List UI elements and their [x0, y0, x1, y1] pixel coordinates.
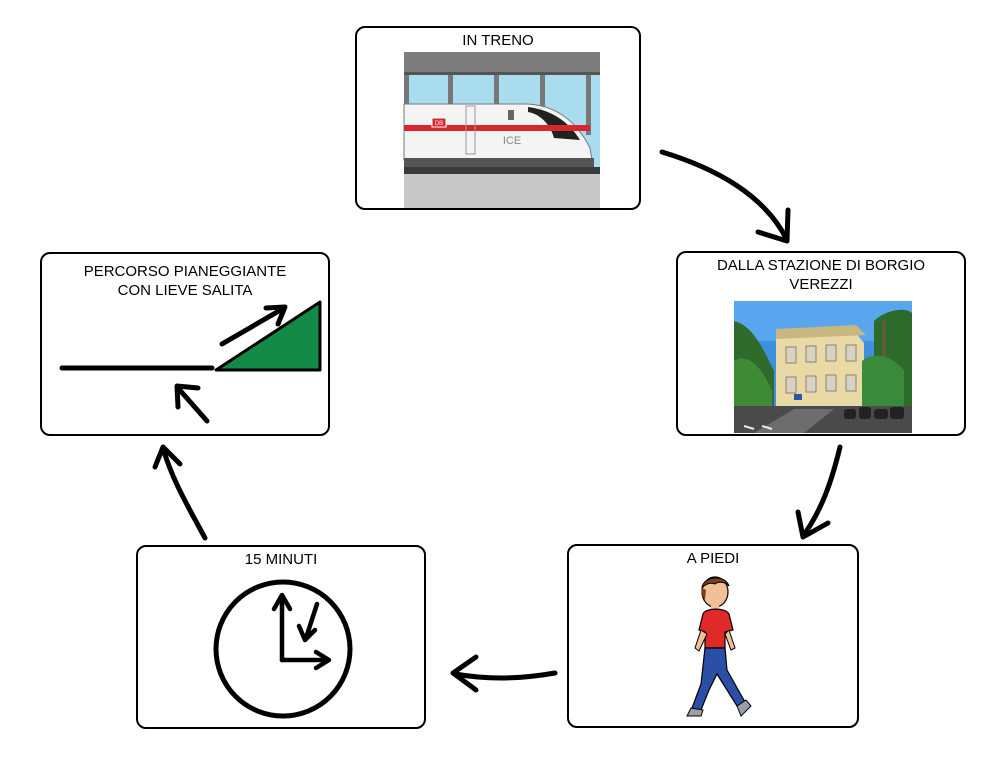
- card-title-15-minuti: 15 MINUTI: [244, 551, 318, 568]
- card-15-minuti: 15 MINUTI: [136, 545, 426, 729]
- card-a-piedi: A PIEDI: [567, 544, 859, 728]
- card-percorso: PERCORSO PIANEGGIANTE CON LIEVE SALITA: [40, 252, 330, 436]
- arrowhead-walk-to-time: [450, 654, 479, 693]
- card-title-a-piedi: A PIEDI: [686, 550, 740, 567]
- card-in-treno: IN TRENO DB ICE: [355, 26, 641, 210]
- slope-arrow: [219, 305, 287, 347]
- flat-path-slight-slope-icon: [59, 300, 322, 424]
- pointer-arrow: [175, 385, 210, 424]
- clock-icon: [213, 579, 353, 719]
- slope-triangle: [214, 300, 322, 372]
- db-badge: DB: [435, 121, 443, 127]
- arrowhead-time-to-path: [152, 444, 183, 470]
- arrow-walk-to-time: [452, 670, 558, 681]
- arrowhead-station-to-walk: [795, 509, 831, 540]
- arrow-station-to-walk: [800, 444, 843, 539]
- walking-boy-illustration: [686, 576, 752, 717]
- ice-label: ICE: [503, 135, 521, 147]
- card-title-stazione: DALLA STAZIONE DI BORGIO VEREZZI: [716, 257, 926, 293]
- station-photo: [734, 301, 912, 433]
- arrow-train-to-station: [659, 149, 790, 243]
- card-title-percorso: PERCORSO PIANEGGIANTE CON LIEVE SALITA: [83, 263, 287, 299]
- arrow-time-to-path: [160, 445, 208, 541]
- card-title-in-treno: IN TRENO: [462, 32, 534, 49]
- arrowhead-train-to-station: [755, 207, 791, 244]
- card-stazione: DALLA STAZIONE DI BORGIO VEREZZI: [676, 251, 966, 436]
- train-illustration: DB ICE: [403, 52, 600, 208]
